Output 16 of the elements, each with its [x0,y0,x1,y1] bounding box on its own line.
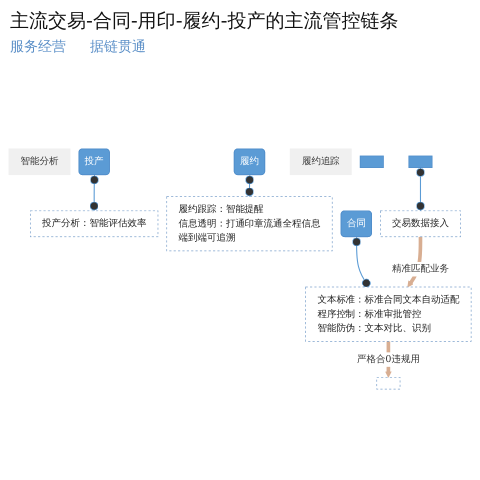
connector [90,175,99,211]
edge-label: 精准匹配业务 [392,263,449,274]
connector [245,175,254,197]
node-box [408,156,432,168]
node-box: 投产分析：智能评估效率 [30,210,158,238]
diagram-title: 主流交易-合同-用印-履约-投产的主流管控链条 [9,9,400,34]
node-box [376,377,400,390]
connector [416,168,425,211]
node-box: 文本标准：标准合同文本自动适配 程序控制：标准审批管控 智能防伪：文本对比、识别 [305,286,472,342]
node-box: 交易数据接入 [380,210,461,238]
edge-label: 严格合0违规用 [356,354,420,365]
section-label: 据链贯通 [90,38,146,56]
section-label: 服务经营 [10,38,66,56]
connector [352,237,371,288]
node-box: 履约跟踪：智能提醒 信息透明：打通印章流通全程信息 端到端可追溯 [166,196,333,252]
node-box [360,156,384,168]
